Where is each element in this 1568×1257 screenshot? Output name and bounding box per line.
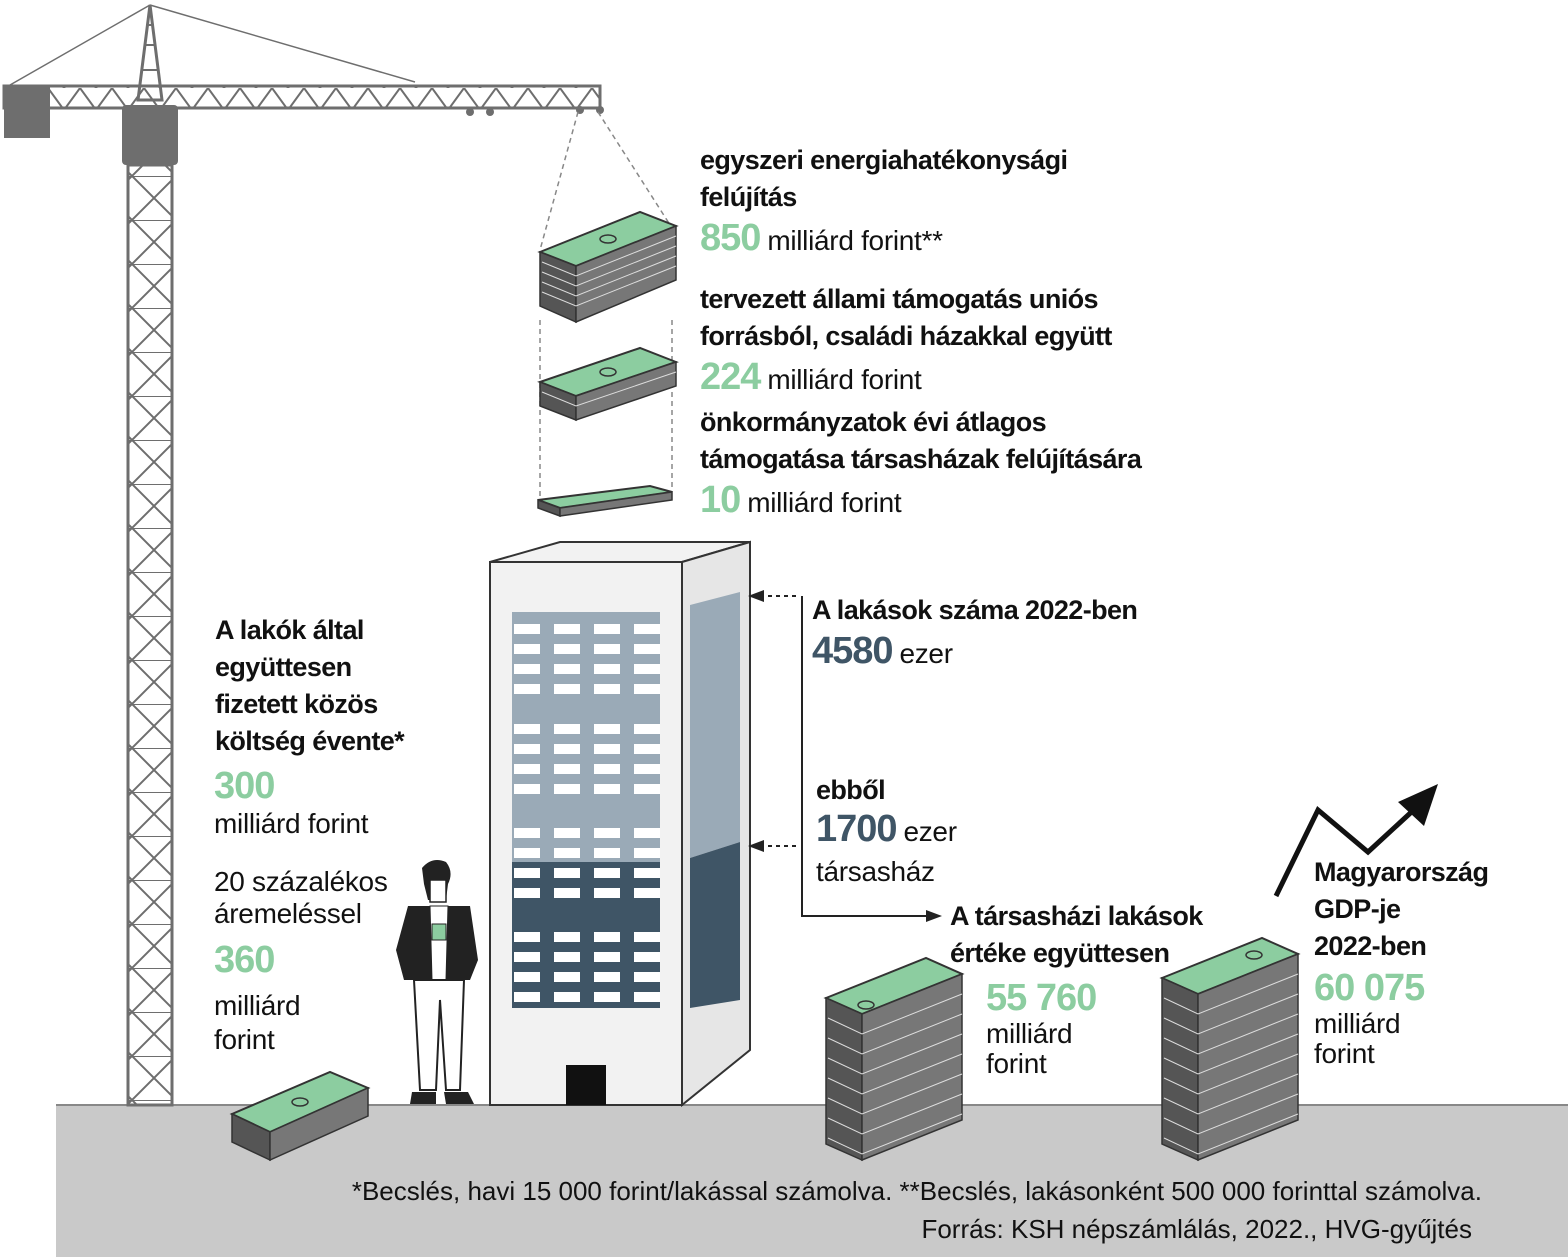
- person-icon: [396, 860, 478, 1104]
- residents-value: 300: [214, 765, 275, 807]
- trend-arrow-icon: [1273, 784, 1438, 898]
- connector-arrows: [748, 590, 942, 922]
- gdp-label: Magyarország GDP-je 2022-ben: [1314, 857, 1489, 961]
- banknote-stack-60075: [1159, 936, 1301, 1162]
- condos-label: ebből 1700 ezer társasház: [816, 775, 957, 887]
- increase-label-2: áremeléssel: [214, 898, 362, 929]
- banknote-stack-224: [537, 346, 679, 422]
- funding-10-label: önkormányzatok évi átlagos támogatása tá…: [700, 407, 1142, 521]
- condo-value-number: 55 760: [986, 977, 1097, 1019]
- source: Forrás: KSH népszámlálás, 2022., HVG-gyű…: [921, 1214, 1472, 1244]
- increase-value: 360: [214, 939, 275, 981]
- condo-value-unit-2: forint: [986, 1048, 1047, 1079]
- residents-unit: milliárd forint: [214, 808, 369, 839]
- gdp-unit-1: milliárd: [1314, 1008, 1401, 1039]
- increase-unit-2: forint: [214, 1024, 275, 1055]
- footnote: *Becslés, havi 15 000 forint/lakással sz…: [351, 1176, 1482, 1206]
- residents-label: A lakók által együttesen fizetett közös …: [215, 615, 405, 756]
- banknote-stack-55760: [823, 956, 965, 1162]
- crane-icon: [2, 4, 673, 1107]
- dwellings-label: A lakások száma 2022-ben 4580 ezer: [812, 595, 1138, 672]
- condo-value-label: A társasházi lakások értéke együttesen: [950, 901, 1203, 968]
- gdp-unit-2: forint: [1314, 1038, 1375, 1069]
- funding-224-label: tervezett állami támogatás uniós forrásb…: [700, 284, 1112, 398]
- banknote-stack-850: [537, 210, 679, 324]
- increase-unit-1: milliárd: [214, 990, 301, 1021]
- increase-label-1: 20 százalékos: [214, 866, 388, 897]
- banknote-stack-10: [537, 484, 673, 518]
- gdp-value: 60 075: [1314, 967, 1425, 1009]
- funding-850-label: egyszeri energiahatékonysági felújítás 8…: [700, 145, 1068, 259]
- condo-value-unit-1: milliárd: [986, 1018, 1073, 1049]
- banknote-stack-300: [229, 1070, 371, 1162]
- building-icon: [489, 540, 751, 1108]
